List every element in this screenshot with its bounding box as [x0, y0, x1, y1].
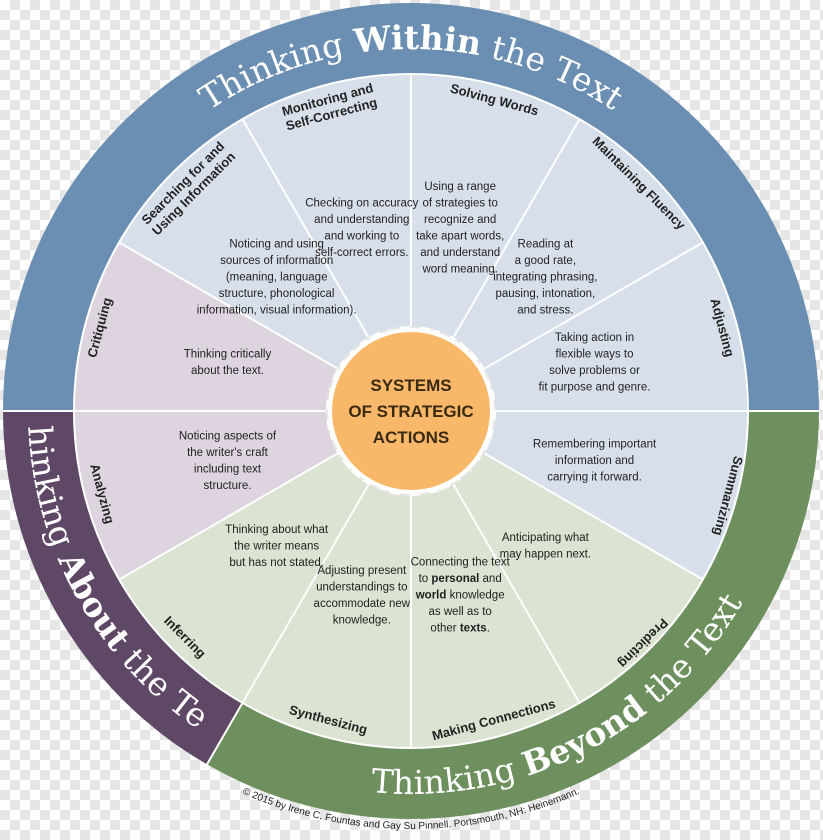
band-beyond — [207, 411, 819, 820]
segment-divider — [484, 452, 704, 581]
segment-wedge-5 — [411, 484, 580, 748]
segment-wedge-6 — [242, 484, 411, 748]
segment-wedge-1 — [453, 119, 703, 369]
band-divider — [206, 702, 244, 765]
outer-band-ring — [3, 3, 819, 820]
band-about — [3, 411, 243, 765]
segment-wedge-4 — [453, 453, 703, 703]
segment-wedge-8 — [74, 411, 338, 580]
segment-wedge-3 — [484, 411, 748, 580]
segment-divider — [118, 241, 338, 370]
band-within — [3, 3, 819, 411]
segment-divider — [484, 241, 704, 370]
segment-dividers — [3, 73, 819, 765]
segment-wedge-2 — [484, 242, 748, 411]
segment-wedge-0 — [411, 74, 580, 338]
segment-ring — [74, 74, 748, 748]
segment-wedge-7 — [119, 453, 369, 703]
segment-divider — [452, 484, 581, 704]
segment-divider — [118, 452, 338, 581]
segment-wedge-11 — [242, 74, 411, 338]
segment-divider — [241, 484, 370, 704]
segment-wedge-10 — [119, 119, 369, 369]
segment-divider — [241, 118, 370, 338]
center-circle — [328, 328, 494, 494]
segment-wedge-9 — [74, 242, 338, 411]
segment-divider — [452, 118, 581, 338]
